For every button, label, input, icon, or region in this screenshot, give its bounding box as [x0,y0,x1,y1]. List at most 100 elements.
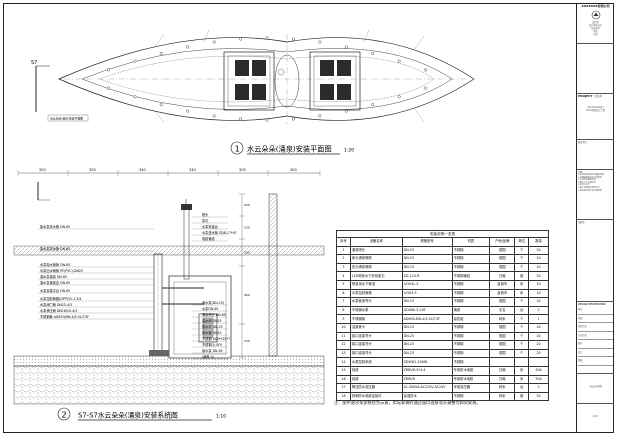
table-cell: 不锈钢 [451,340,491,350]
section-scale: 1:10 [216,414,226,420]
nozzle-marker [397,59,401,63]
table-cell: 6 [336,288,351,299]
table-cell: 不锈钢 [451,279,491,290]
table-cell: 德国 [489,348,516,359]
table-cell [528,357,549,367]
section-right-label: 排水管 DN25 [202,330,221,335]
section-left-label: 水泵吸水管管 DN-65 [40,262,70,267]
section-right-label: 水泵安装台 [202,224,218,229]
pump-left-bottom-2 [252,84,266,100]
side-dimension: 200 [244,251,250,255]
table-cell: 德国 [489,322,516,333]
table-cell: 台 [514,383,530,393]
table-cell: 3 [336,262,351,273]
nozzle-marker [239,117,243,121]
table-cell: 专用变压器 [451,383,491,393]
table-cell: 16 [336,374,351,385]
table-cell: 米 [514,279,530,290]
table-cell: 5 [336,279,351,290]
nozzle-marker [106,68,110,72]
table-cell: 套 [514,271,530,281]
tb-signature-row: 项目负责 [578,323,613,332]
plan-scale: 1:20 [344,148,354,154]
table-cell: 接口连接弯头 [349,348,403,359]
table-header-cell: 序号 [336,237,351,247]
table-cell: 不锈钢水泵 [349,305,403,316]
title-block: XXXXXXX有限公司 设计院 设计资质证书 证书编号 地址 电话 PROJEC… [576,4,614,432]
table-cell: 柯米 [489,383,516,393]
nozzle-marker [371,51,375,55]
plan-number-circle [230,141,244,155]
pump-left-top-2 [252,60,266,76]
table-cell: 2 [336,254,351,264]
table-cell: 水泵控制管路 [349,288,403,299]
nozzle-marker [424,68,428,72]
tb-header-line: 地址 [593,30,598,33]
top-dimension: 305 [89,168,96,172]
section-right-label: 水泵进水管 ZDB-17*4F [202,230,237,235]
table-cell: 不锈钢 [451,254,491,264]
nozzle-marker [159,103,163,107]
nozzle-marker [239,37,243,41]
nozzle-marker [186,45,190,49]
table-cell: 单头涌泉喷嘴 [349,254,403,264]
tb-drawing-number: SJ-07 [577,404,614,432]
table-cell: 8 [336,305,351,316]
table-cell: 10 [528,262,549,273]
table-header-cell: 规格型号 [401,237,453,247]
table-cell: 日韩 [489,374,516,385]
table-cell: 专用防水电缆 [451,365,491,376]
pump-pit-right [309,51,361,111]
table-cell: DN-25 [401,331,453,342]
tb-stamp-area [577,44,614,94]
tb-project-label: PROJECT [578,94,593,98]
tb-signature-row: 审定 [578,306,613,315]
tb-note-line: 6.施工前请核对现场尺寸 [578,186,600,189]
section-right-label: 水泵DN-65 [202,306,218,311]
nozzle-marker [344,45,348,49]
tb-signature-row: 专业负责 [578,332,613,340]
table-cell: 20 [528,340,549,350]
table-cell: 个 [514,348,530,359]
tb-project-line: XXXXXXXX项目 [587,106,604,109]
table-cell: 水泵控制系统 [349,357,403,367]
table-cell: DN-25 [401,340,453,350]
table-cell: 7 [336,297,351,307]
table-cell: 不锈钢 [451,322,491,333]
table-cell: 线缆 [349,365,403,376]
tb-project: PROJECT 工程名称 XXXXXXXX项目 XXXX景观设计工程 [577,94,614,140]
nozzle-marker [212,114,216,118]
table-cell: ZL-300VA-AC220V-AC24V [401,383,453,393]
plan-inner-outline-2 [99,55,435,103]
company-logo-icon [591,10,600,20]
table-cell: 不锈钢 [451,348,491,359]
plan-view: S7 水云朵朵(涌泉)安装平面图 1 水云朵朵(涌泉)安装平面图 1:20 [31,29,475,155]
nozzle-marker [159,51,163,55]
table-cell: 德国 [489,245,516,256]
table-cell: 300 [528,374,549,385]
tb-note-line: 5.标高以米计 [578,184,590,187]
table-cell: 20 [528,391,549,402]
table-cell: 13 [336,348,351,359]
nozzle-marker [212,40,216,44]
table-cell: 鑫城市 [489,288,516,299]
section-number-circle [57,407,71,421]
table-cell: 无名 [489,305,516,316]
table-cell: QDX80-5-10F [401,305,453,316]
tb-project-line: XXXX景观设计工程 [585,109,606,112]
table-cell: 17 [336,383,351,393]
table-cell: ZRBVD-5*4-4 [401,365,453,376]
section-title: S7-S7水云朵朵(涌泉)安装系统图 [78,411,178,420]
table-cell: 2 [528,383,549,393]
table-cell: 10 [528,254,549,264]
tb-sig-label: DESIGN INFORMATION [578,303,606,306]
